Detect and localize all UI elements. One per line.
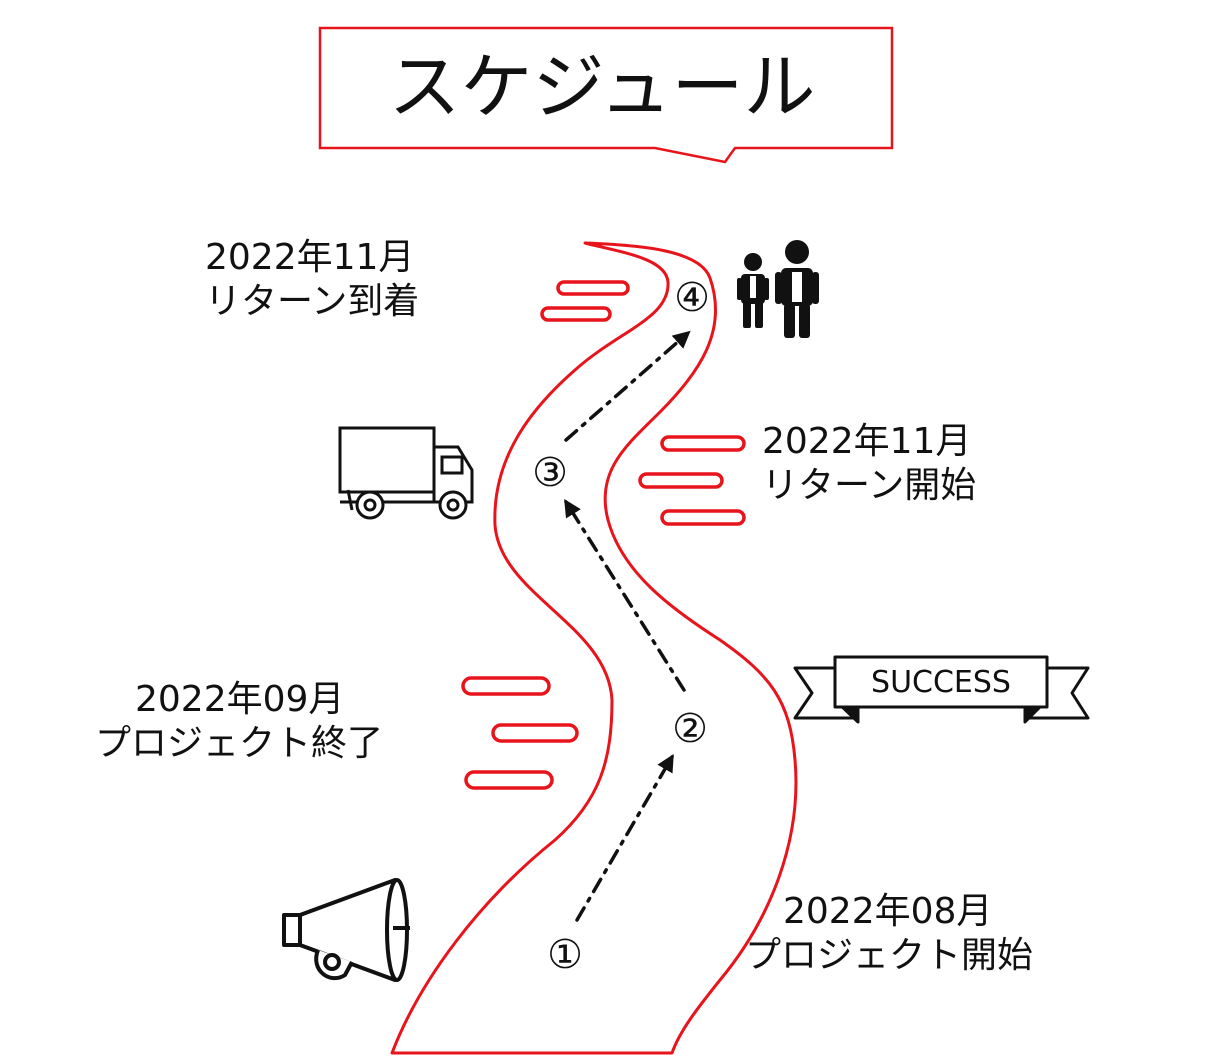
truck-icon (338, 426, 474, 520)
step-1: ① (547, 932, 583, 978)
step-4: ④ (674, 275, 710, 321)
megaphone-icon (282, 878, 410, 982)
arrow-2-to-3 (564, 499, 686, 692)
arrow-3-to-4 (564, 330, 691, 442)
speed-line (556, 280, 630, 296)
page-title: スケジュール (389, 45, 816, 129)
step-markers: ① ② ③ ④ (532, 275, 710, 978)
road (390, 241, 798, 1055)
milestone-event: プロジェクト開始 (745, 935, 1034, 976)
speed-line (491, 723, 579, 743)
speed-line (540, 306, 612, 322)
milestone-date: 2022年08月 (783, 891, 993, 932)
milestone-date: 2022年11月 (205, 237, 415, 278)
path-arrows (564, 330, 691, 922)
milestone-project-end: 2022年09月 プロジェクト終了 (95, 678, 383, 766)
milestone-return-start: 2022年11月 リターン開始 (762, 420, 976, 508)
milestone-event: プロジェクト終了 (95, 723, 384, 764)
speed-line (638, 472, 724, 489)
person-small (737, 253, 769, 328)
step-2: ② (672, 706, 708, 752)
speed-line (464, 770, 554, 790)
speed-line (660, 435, 746, 452)
speed-lines (461, 280, 746, 790)
milestone-date: 2022年11月 (762, 421, 972, 462)
milestone-date: 2022年09月 (135, 679, 345, 720)
speed-line (660, 509, 746, 526)
success-label: SUCCESS (871, 665, 1011, 700)
arrow-1-to-2 (575, 753, 674, 922)
speed-line (461, 676, 551, 696)
milestone-event: リターン到着 (205, 281, 420, 322)
title-box: スケジュール (318, 26, 894, 164)
people-icon (737, 240, 819, 338)
person-large (775, 240, 819, 338)
milestone-return-arrival: 2022年11月 リターン到着 (205, 236, 419, 324)
milestone-event: リターン開始 (762, 465, 977, 506)
success-ribbon-icon: SUCCESS (793, 655, 1090, 724)
milestone-project-start: 2022年08月 プロジェクト開始 (745, 890, 1033, 978)
step-3: ③ (532, 450, 568, 496)
